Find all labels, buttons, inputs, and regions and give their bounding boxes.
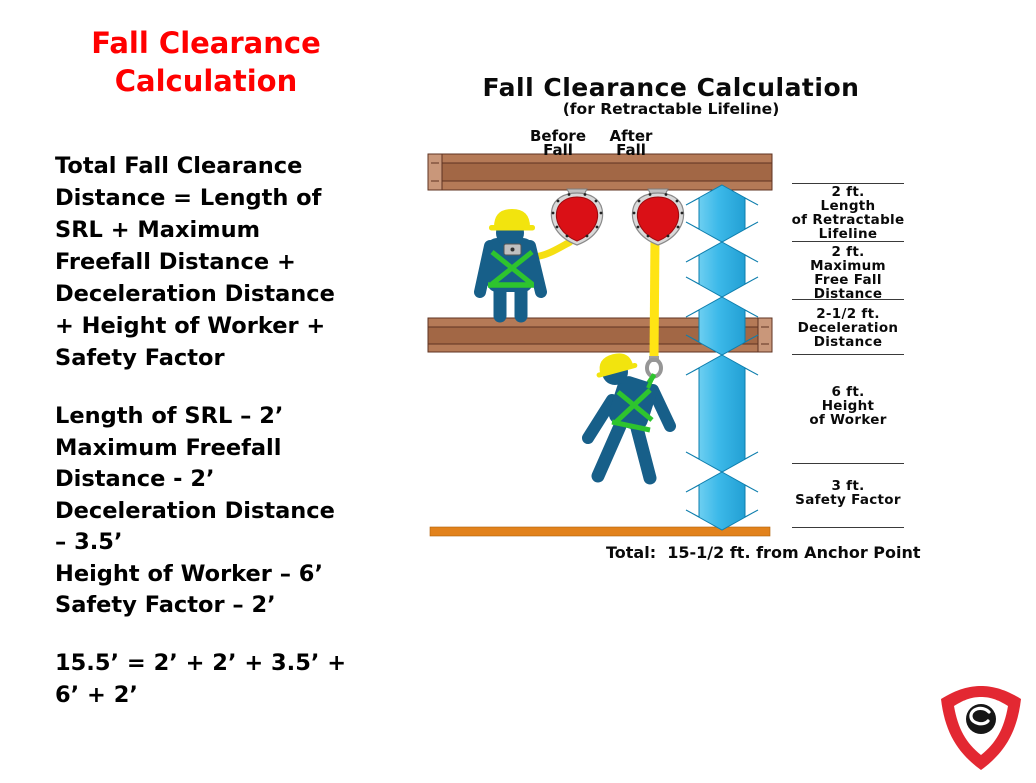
measurement-divider bbox=[792, 299, 904, 300]
i-beam-lower bbox=[427, 317, 773, 353]
equation-paragraph: 15.5’ = 2’ + 2’ + 3.5’ + 6’ + 2’ bbox=[55, 650, 347, 708]
shield-logo-icon bbox=[941, 686, 1021, 770]
worker-before-fall-icon bbox=[474, 209, 547, 323]
measurement-label-worker-height: 6 ft. Height of Worker bbox=[809, 384, 887, 428]
lanyard-line bbox=[512, 238, 574, 261]
measurement-divider bbox=[792, 183, 904, 184]
lifeline-rope bbox=[649, 237, 660, 359]
measurement-divider bbox=[792, 527, 904, 528]
measurement-label-srl-length: 2 ft. Length of Retractable Lifeline bbox=[791, 184, 905, 242]
formula-paragraph: Total Fall Clearance Distance = Length o… bbox=[55, 153, 335, 371]
after-fall-label: After Fall bbox=[609, 127, 653, 159]
distance-arrows-icon bbox=[685, 184, 759, 531]
measurement-label-safety-factor: 3 ft. Safety Factor bbox=[795, 478, 901, 508]
total-distance-label: Total: 15-1/2 ft. from Anchor Point bbox=[606, 543, 921, 562]
measurement-divider bbox=[792, 463, 904, 464]
diagram-title: Fall Clearance Calculation bbox=[482, 73, 860, 102]
i-beam-top bbox=[427, 153, 773, 191]
worker-after-fall-icon bbox=[582, 353, 676, 485]
diagram-subtitle: (for Retractable Lifeline) bbox=[562, 100, 780, 118]
ground-line-icon bbox=[429, 526, 771, 537]
before-fall-label: Before Fall bbox=[529, 127, 586, 159]
retractable-lifeline-before-icon bbox=[550, 188, 604, 246]
values-paragraph: Length of SRL – 2’ Maximum Freefall Dist… bbox=[55, 403, 335, 618]
retractable-lifeline-after-icon bbox=[631, 188, 685, 246]
measurement-label-deceleration: 2-1/2 ft. Deceleration Distance bbox=[797, 306, 899, 350]
measurement-divider bbox=[792, 354, 904, 355]
measurement-label-free-fall: 2 ft. Maximum Free Fall Distance bbox=[810, 244, 886, 302]
page-title: Fall Clearance Calculation bbox=[91, 26, 321, 98]
measurement-divider bbox=[792, 241, 904, 242]
